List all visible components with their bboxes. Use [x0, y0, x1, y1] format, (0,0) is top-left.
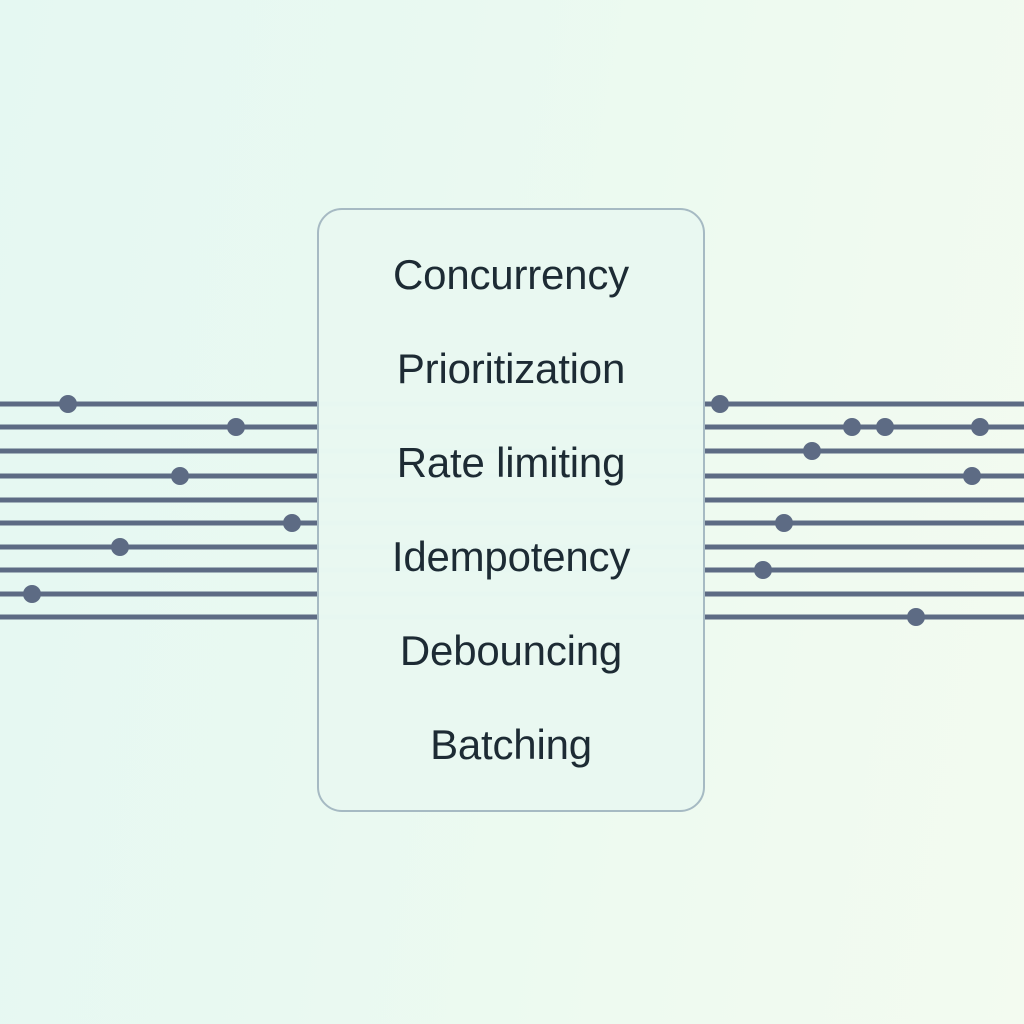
line-dot-row-0-right-0: [711, 395, 729, 413]
card-label-rate-limiting: Rate limiting: [396, 439, 626, 486]
line-dot-row-5-left-0: [283, 514, 301, 532]
line-dot-row-2-right-0: [803, 442, 821, 460]
line-dot-row-1-right-2: [971, 418, 989, 436]
line-dot-row-7-right-0: [754, 561, 772, 579]
lines-outside-card: [0, 401, 1024, 620]
card-label-idempotency: Idempotency: [391, 533, 631, 580]
card-label-concurrency: Concurrency: [393, 251, 629, 298]
line-dot-row-6-left-0: [111, 538, 129, 556]
line-dot-row-5-right-0: [775, 514, 793, 532]
line-dot-row-1-right-0: [843, 418, 861, 436]
line-dot-row-8-left-0: [23, 585, 41, 603]
line-dot-row-3-right-0: [963, 467, 981, 485]
line-dot-row-3-left-0: [171, 467, 189, 485]
card-label-batching: Batching: [430, 721, 592, 768]
line-dot-row-1-right-1: [876, 418, 894, 436]
card-label-debouncing: Debouncing: [399, 627, 623, 674]
card-label-prioritization: Prioritization: [396, 345, 626, 392]
line-dot-row-9-right-0: [907, 608, 925, 626]
line-dots: [23, 395, 989, 626]
concepts-card: Concurrency Prioritization Rate limiting…: [317, 208, 705, 812]
line-dot-row-1-left-0: [227, 418, 245, 436]
line-dot-row-0-left-0: [59, 395, 77, 413]
